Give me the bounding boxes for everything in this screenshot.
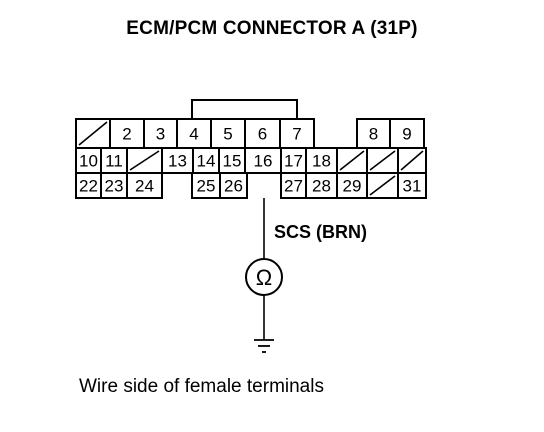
terminal-number: 17 [284, 152, 303, 171]
terminal-cell [280, 172, 307, 199]
terminal-number: 6 [258, 125, 267, 144]
terminal-number: 25 [197, 177, 216, 196]
terminal-number: 11 [105, 152, 123, 171]
ground-icon [254, 339, 274, 353]
terminal-number: 18 [312, 152, 331, 171]
terminal-number: 22 [79, 177, 98, 196]
empty-slot-slash [78, 121, 108, 146]
terminal-number: 2 [122, 125, 131, 144]
connector-body [191, 99, 298, 119]
terminal-number: 4 [189, 125, 198, 144]
terminal-cell [305, 172, 338, 199]
terminal-number: 10 [79, 152, 98, 171]
diagram-title: ECM/PCM CONNECTOR A (31P) [126, 18, 418, 39]
terminal-number: 14 [197, 152, 216, 171]
terminal-number: 13 [168, 152, 187, 171]
wire-label: SCS (BRN) [274, 222, 367, 242]
terminal-cell [218, 147, 246, 174]
terminal-number: 28 [312, 177, 331, 196]
terminal-number: 16 [254, 152, 273, 171]
empty-slot-slash [400, 150, 424, 171]
terminal-cell [397, 172, 427, 199]
terminal-cell [191, 172, 221, 199]
terminal-cell [279, 118, 315, 149]
terminal-cell [161, 147, 194, 174]
empty-slot-slash [129, 150, 160, 171]
terminal-cell [100, 172, 128, 199]
empty-slot-slash [339, 150, 365, 171]
empty-slot-slash [369, 175, 396, 196]
terminal-number: 27 [284, 177, 303, 196]
terminal-cell [176, 118, 212, 149]
terminal-number: 8 [369, 125, 378, 144]
terminal-number: 23 [105, 177, 124, 196]
terminal-number: 26 [224, 177, 243, 196]
terminal-number: 24 [135, 177, 154, 196]
terminal-number: 29 [343, 177, 362, 196]
terminal-number: 15 [223, 152, 242, 171]
terminal-cell [126, 172, 163, 199]
terminal-number: 31 [403, 177, 422, 196]
terminal-number: 5 [223, 125, 232, 144]
terminal-cell [305, 147, 338, 174]
terminal-number: 3 [156, 125, 165, 144]
empty-slot-slash [369, 150, 396, 171]
connector-lock-tab [191, 99, 298, 119]
caption: Wire side of female terminals [79, 376, 324, 397]
terminal-cell [219, 172, 248, 199]
terminal-cell [389, 118, 425, 149]
terminal-number: 7 [292, 125, 301, 144]
terminal-number: 9 [402, 125, 411, 144]
ohm-symbol: Ω [256, 265, 272, 290]
